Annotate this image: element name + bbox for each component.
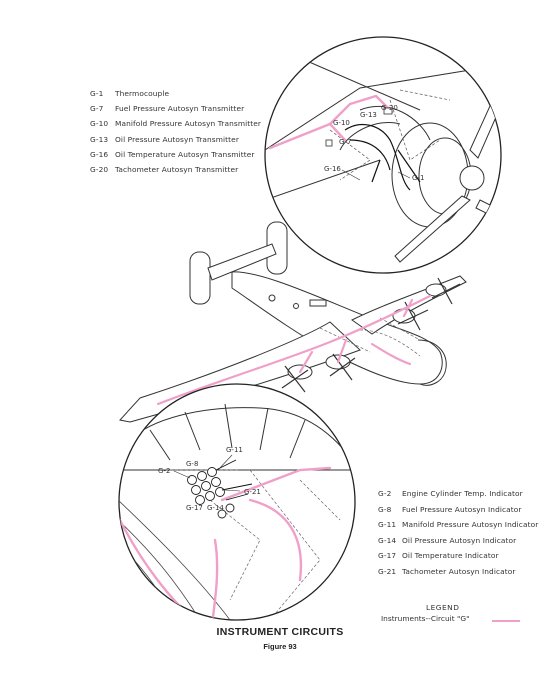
component-row: G-16 Oil Temperature Autosyn Transmitter <box>90 147 261 162</box>
instrument-cluster <box>187 467 235 519</box>
component-label: Oil Pressure Autosyn Transmitter <box>115 134 239 144</box>
component-code: G-10 <box>90 119 109 129</box>
component-label: Fuel Pressure Autosyn Transmitter <box>115 104 245 114</box>
legend-title: LEGEND <box>426 603 460 612</box>
component-row: G-14 Oil Pressure Autosyn Indicator <box>378 533 538 549</box>
legend-circuit-line <box>492 620 520 622</box>
component-label: Manifold Pressure Autosyn Transmitter <box>115 119 262 129</box>
component-label: Tachometer Autosyn Transmitter <box>115 165 239 175</box>
callout-g17: G-17 <box>186 504 203 512</box>
callout-g7: G-7 <box>339 138 351 146</box>
callout-g8: G-8 <box>186 460 198 468</box>
component-code: G-20 <box>90 165 109 175</box>
component-row: G-11 Manifold Pressure Autosyn Indicator <box>378 517 538 533</box>
component-row: G-21 Tachometer Autosyn Indicator <box>378 564 538 580</box>
component-row: G-8 Fuel Pressure Autosyn Indicator <box>378 502 538 518</box>
figure-number: Figure 93 <box>263 642 297 651</box>
fuselage-window <box>268 294 276 302</box>
propeller-4 <box>431 277 461 305</box>
left-tail-fin <box>189 251 211 305</box>
component-label: Tachometer Autosyn Indicator <box>402 566 516 576</box>
component-label: Engine Cylinder Temp. Indicator <box>402 489 523 498</box>
figure-title: INSTRUMENT CIRCUITS <box>216 626 344 638</box>
component-row: G-13 Oil Pressure Autosyn Transmitter <box>90 132 261 147</box>
propeller-1 <box>281 365 309 393</box>
callout-g14: G-14 <box>207 504 224 512</box>
cockpit-detail-circle <box>118 383 356 621</box>
callout-g10: G-10 <box>333 119 350 127</box>
component-row: G-17 Oil Temperature Indicator <box>378 548 538 564</box>
engine-leader-lines <box>341 169 411 181</box>
component-code: G-11 <box>378 520 397 529</box>
component-code: G-7 <box>90 104 104 114</box>
circuit-g-wiring <box>156 294 432 406</box>
component-code: G-14 <box>378 535 397 545</box>
component-label: Thermocouple <box>115 89 170 98</box>
component-code: G-16 <box>90 149 109 159</box>
component-row: G-1 Thermocouple <box>90 86 261 101</box>
callout-g11: G-11 <box>226 446 243 454</box>
callout-g20: G-20 <box>381 104 398 112</box>
component-code: G-1 <box>90 89 104 98</box>
callout-g2: G-2 <box>158 467 170 475</box>
component-label: Fuel Pressure Autosyn Indicator <box>402 504 522 514</box>
component-code: G-2 <box>378 489 392 498</box>
horizontal-stabilizer <box>207 243 277 281</box>
component-code: G-13 <box>90 134 109 144</box>
callout-g1: G-1 <box>412 174 424 182</box>
callout-g13: G-13 <box>360 111 377 119</box>
component-row: G-20 Tachometer Autosyn Transmitter <box>90 162 261 177</box>
engine-nacelle-4 <box>425 283 447 297</box>
component-label: Manifold Pressure Autosyn Indicator <box>402 520 539 529</box>
fuselage-hatch <box>309 299 327 307</box>
fuselage-window <box>293 303 299 309</box>
component-row: G-10 Manifold Pressure Autosyn Transmitte… <box>90 116 261 131</box>
propeller-2 <box>329 353 356 381</box>
component-label: Oil Temperature Indicator <box>402 551 499 560</box>
cockpit-detail <box>119 403 353 620</box>
component-label: Oil Temperature Autosyn Transmitter <box>115 149 255 159</box>
component-label: Oil Pressure Autosyn Indicator <box>402 535 517 545</box>
component-row: G-2 Engine Cylinder Temp. Indicator <box>378 486 538 502</box>
cockpit-leader-lines <box>173 454 241 492</box>
component-row: G-7 Fuel Pressure Autosyn Transmitter <box>90 101 261 116</box>
callout-g21: G-21 <box>244 488 261 496</box>
component-code: G-17 <box>378 551 397 560</box>
component-code: G-8 <box>378 504 392 514</box>
nose <box>417 339 447 386</box>
component-code: G-21 <box>378 566 397 576</box>
legend-text: Instruments--Circuit "G" <box>381 614 470 623</box>
callout-g16: G-16 <box>324 165 341 173</box>
